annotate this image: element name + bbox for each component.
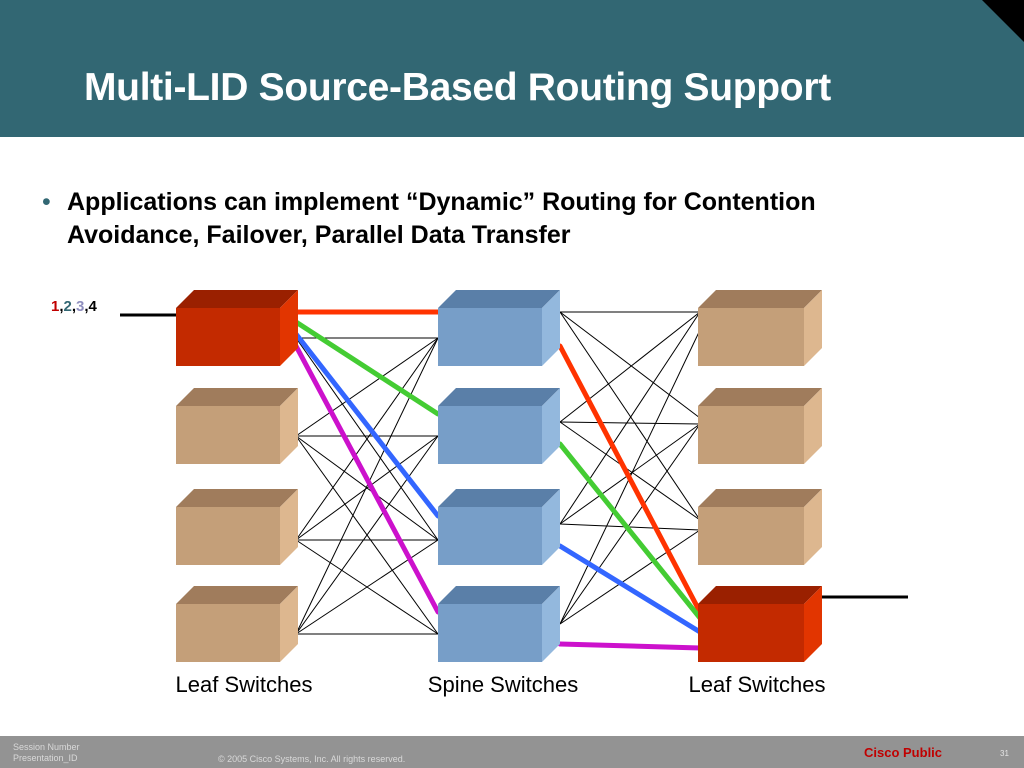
footer-copyright: © 2005 Cisco Systems, Inc. All rights re… [218, 754, 406, 764]
lid-2: 2 [64, 298, 72, 315]
lid-1: 1 [51, 298, 59, 315]
corner-decoration [982, 0, 1024, 42]
route-2-line [293, 319, 441, 417]
footer-session-info: Session Number Presentation_ID [13, 742, 80, 764]
spine-switch-4 [438, 586, 560, 662]
leaf-switch-left-3 [176, 489, 298, 565]
bullet-point: • Applications can implement “Dynamic” R… [42, 186, 942, 252]
route-3-line-b [557, 543, 703, 635]
lid-sep-3: , [84, 298, 88, 315]
route-4-line [293, 343, 441, 615]
bullet-text: Applications can implement “Dynamic” Rou… [67, 188, 816, 249]
route-3-line [293, 331, 441, 519]
spine-switch-1 [438, 290, 560, 366]
title-bar: Multi-LID Source-Based Routing Support [0, 0, 1024, 137]
footer-classification: Cisco Public [864, 745, 943, 760]
leaf-switch-left-2 [176, 388, 298, 464]
label-spine-switches: Spine Switches [428, 672, 578, 697]
lid-3: 3 [76, 298, 84, 315]
leaf-switch-left-4 [176, 586, 298, 662]
lid-sep-1: , [59, 298, 63, 315]
lid-label: 1,2,3,4 [51, 298, 98, 315]
session-number: Session Number [13, 742, 80, 752]
leaf-switch-right-4 [698, 586, 822, 662]
page-number: 31 [1000, 749, 1009, 758]
slide-title: Multi-LID Source-Based Routing Support [84, 66, 831, 109]
leaf-switch-right-2 [698, 388, 822, 464]
leaf-switch-left-1 [176, 290, 298, 366]
leaf-switch-right-3 [698, 489, 822, 565]
leaf-switch-right-1 [698, 290, 822, 366]
bullet-icon: • [42, 188, 51, 216]
footer-bar: Session Number Presentation_ID © 2005 Ci… [0, 736, 1024, 768]
spine-switch-3 [438, 489, 560, 565]
route-2-line-b [557, 441, 703, 621]
spine-switch-2 [438, 388, 560, 464]
lid-4: 4 [89, 298, 98, 315]
label-leaf-switches-left: Leaf Switches [176, 672, 313, 697]
route-4-line-b [557, 641, 703, 651]
label-leaf-switches-right: Leaf Switches [689, 672, 826, 697]
lid-sep-2: , [72, 298, 76, 315]
presentation-id: Presentation_ID [13, 753, 78, 763]
route-1-line-b [557, 343, 703, 615]
routes [293, 309, 703, 651]
